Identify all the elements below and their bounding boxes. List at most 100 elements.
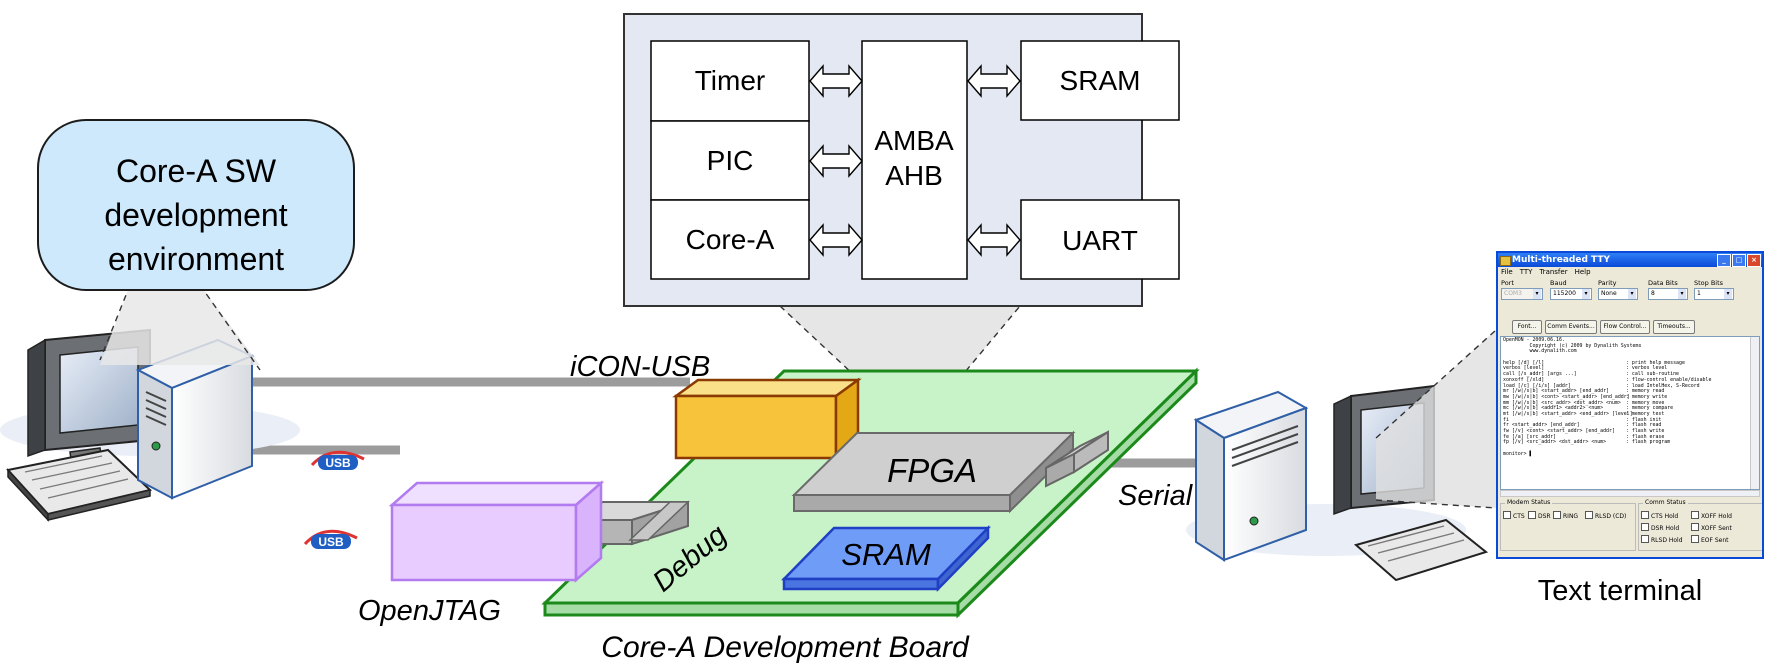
bubble-line-1: Core-A SW (116, 153, 277, 189)
menu-tty[interactable]: TTY (1519, 268, 1533, 276)
databits-select[interactable]: 8 (1648, 288, 1688, 300)
terminal-label: Text terminal (1538, 575, 1702, 607)
console-command: fp [/v] <src_addr> <dst_addr> <num> (1503, 439, 1607, 446)
pic-bus-arrow (809, 144, 863, 178)
flow-control-button[interactable]: Flow Control... (1600, 320, 1650, 334)
modem-ring-checkbox[interactable]: RING (1553, 511, 1578, 520)
comm-dsr-hold-checkbox[interactable]: DSR Hold (1641, 523, 1679, 532)
tty-window[interactable]: Multi-threaded TTY _ □ × File TTY Transf… (1496, 251, 1764, 559)
board-sram-chip (781, 524, 991, 593)
menu-file[interactable]: File (1501, 268, 1513, 276)
uart-bus-arrow (967, 223, 1021, 257)
usb-logo-upper: USB (310, 450, 365, 470)
sram-block (1020, 40, 1180, 121)
console-command: OpenMON - 2009.06.16. (1503, 337, 1565, 343)
icon-usb-label: iCON-USB (570, 351, 710, 383)
tty-menu-bar: File TTY Transfer Help (1498, 267, 1762, 278)
console-line: verbos [level]: verbos level (1503, 366, 1749, 372)
sram-label: SRAM (1060, 65, 1141, 96)
console-command: Copyright (c) 2009 by Dynalith Systems (1503, 342, 1642, 349)
openjtag-box (388, 480, 605, 583)
parity-select[interactable]: None (1598, 288, 1638, 300)
console-hscrollbar[interactable] (1500, 490, 1760, 497)
console-description: : call sub-routine (1626, 371, 1679, 378)
menu-transfer[interactable]: Transfer (1539, 268, 1568, 276)
terminal-callout-lines (1375, 329, 1497, 509)
console-command: help [/d] [/l] (1503, 359, 1545, 366)
timeouts-button[interactable]: Timeouts... (1653, 320, 1695, 334)
comm-status-group: Comm Status CTS Hold XOFF Hold DSR Hold … (1638, 499, 1762, 551)
timer-bus-arrow (809, 64, 863, 98)
console-command: mr [/w|/s|b] <start_addr> [end_addr] (1503, 388, 1609, 395)
usb-logo-lower: USB (303, 529, 358, 549)
port-label: Port (1501, 279, 1514, 287)
bubble-callout (100, 285, 260, 365)
openjtag-label: OpenJTAG (358, 595, 501, 627)
port-select[interactable]: COM3 (1501, 288, 1543, 300)
modem-rlsd-checkbox[interactable]: RLSD (CD) (1585, 511, 1626, 520)
stopbits-select[interactable]: 1 (1694, 288, 1734, 300)
modem-cts-checkbox[interactable]: CTS (1503, 511, 1525, 520)
comm-rlsd-hold-checkbox[interactable]: RLSD Hold (1641, 535, 1683, 544)
serial-label: Serial (1118, 480, 1194, 512)
comm-eof-sent-checkbox[interactable]: EOF Sent (1691, 535, 1729, 544)
sw-environment-bubble (37, 119, 355, 291)
console-command: xonxoff [/xld] (1503, 376, 1545, 383)
font-button[interactable]: Font... (1512, 320, 1542, 334)
comm-cts-hold-label: CTS Hold (1651, 513, 1679, 520)
console-command: mm [/w|/s|b] <src_addr> <dst_addr> <num> (1503, 399, 1621, 406)
bubble-callout-lines (99, 284, 261, 371)
console-description: : memory compare (1626, 405, 1674, 412)
console-line: mc [/w|/s|b] <addr1> <addr2> <num>: memo… (1503, 405, 1749, 412)
maximize-icon[interactable]: □ (1732, 254, 1746, 267)
console-line: fe [/a] [src_addr]: flash erase (1503, 433, 1749, 441)
parity-label: Parity (1598, 279, 1617, 287)
console-command: fr <start_addr> [end_addr] (1503, 422, 1580, 429)
comm-xoff-hold-label: XOFF Hold (1701, 513, 1732, 520)
terminal-console[interactable]: OpenMON - 2009.06.16. Copyright (c) 2009… (1500, 336, 1760, 490)
menu-help[interactable]: Help (1574, 268, 1591, 276)
console-description: : print help message (1626, 359, 1685, 366)
core-bus-arrow (809, 223, 863, 257)
modem-dsr-checkbox[interactable]: DSR (1528, 511, 1551, 520)
console-description: : memory read (1626, 388, 1665, 395)
console-line: mt [/w|/s|b] <start_addr> <end_addr> [le… (1503, 411, 1749, 418)
console-scrollbar[interactable] (1750, 337, 1759, 489)
console-line: help [/d] [/l] : print help message (1503, 359, 1749, 367)
comm-xoff-sent-checkbox[interactable]: XOFF Sent (1691, 523, 1732, 532)
pic-block (650, 120, 810, 201)
bubble-line-2: development (104, 197, 287, 233)
comm-cts-hold-checkbox[interactable]: CTS Hold (1641, 511, 1678, 520)
console-description: : flow-control enable/disable (1626, 376, 1712, 383)
console-command: fe [/a] [src_addr] (1503, 433, 1556, 440)
fpga-callout (780, 306, 1020, 432)
databits-label: Data Bits (1648, 279, 1678, 287)
bubble-line-3: environment (108, 241, 284, 277)
baud-select[interactable]: 115200 (1550, 288, 1592, 300)
pic-label: PIC (707, 145, 754, 176)
console-command: call [/s_addr] [args ...] (1503, 371, 1577, 378)
modem-rlsd-label: RLSD (CD) (1595, 513, 1627, 520)
console-description: : flash write (1626, 428, 1665, 434)
comm-xoff-sent-label: XOFF Sent (1701, 525, 1732, 532)
usb-logo-lower-text: USB (318, 535, 344, 549)
baud-label: Baud (1550, 279, 1567, 287)
tty-title-bar[interactable]: Multi-threaded TTY _ □ × (1498, 253, 1762, 267)
tty-title: Multi-threaded TTY (1512, 255, 1611, 265)
close-icon[interactable]: × (1747, 254, 1761, 267)
console-line: mm [/w|/s|b] <src_addr> <dst_addr> <num>… (1503, 399, 1749, 407)
comm-xoff-hold-checkbox[interactable]: XOFF Hold (1691, 511, 1732, 520)
app-icon (1500, 256, 1511, 266)
sram-bus-arrow (967, 64, 1021, 98)
console-command: fi (1503, 416, 1509, 423)
minimize-icon[interactable]: _ (1717, 254, 1731, 267)
console-line: fi: flash init (1503, 416, 1749, 424)
uart-label: UART (1062, 225, 1138, 256)
console-line: OpenMON - 2009.06.16. (1503, 337, 1749, 344)
status-panel: Modem Status CTS DSR RING RLSD (CD) Comm… (1500, 499, 1762, 555)
fpga-chip (791, 430, 1076, 514)
comm-eof-sent-label: EOF Sent (1701, 537, 1729, 544)
console-line: load [/c] [/i/s] [addr]: load IntelHex, … (1503, 383, 1749, 390)
comm-events-button[interactable]: Comm Events... (1545, 320, 1597, 334)
